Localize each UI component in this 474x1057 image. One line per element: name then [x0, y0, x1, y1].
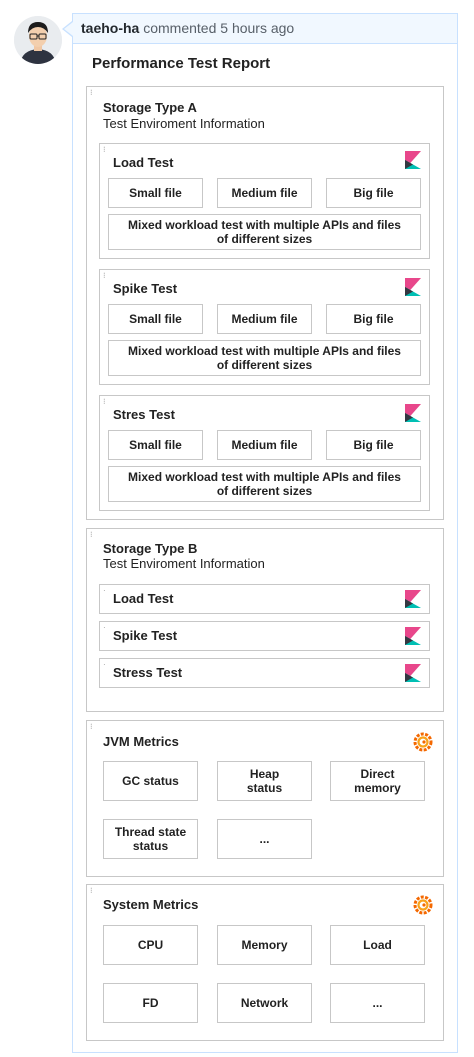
small-file-button[interactable]: Small file: [108, 178, 203, 208]
mixed-workload-button[interactable]: Mixed workload test with multiple APIs a…: [108, 214, 421, 250]
storage-type-a-subtitle: Test Enviroment Information: [103, 116, 265, 131]
network-button[interactable]: Network: [217, 983, 312, 1023]
jvm-metrics-title: JVM Metrics: [103, 734, 179, 749]
spike-test-title: Spike Test: [113, 281, 178, 296]
kibana-icon[interactable]: [405, 278, 421, 296]
grafana-icon[interactable]: [412, 731, 434, 753]
comment-author[interactable]: taeho-ha: [81, 20, 140, 36]
medium-file-button[interactable]: Medium file: [217, 430, 312, 460]
stress-test-title: Stress Test: [113, 665, 183, 680]
memory-button[interactable]: Memory: [217, 925, 312, 965]
mixed-workload-button[interactable]: Mixed workload test with multiple APIs a…: [108, 340, 421, 376]
load-test-title: Load Test: [113, 155, 174, 170]
cpu-button[interactable]: CPU: [103, 925, 198, 965]
gc-status-button[interactable]: GC status: [103, 761, 198, 801]
storage-type-b-subtitle: Test Enviroment Information: [103, 556, 265, 571]
load-button[interactable]: Load: [330, 925, 425, 965]
report-title: Performance Test Report: [92, 55, 271, 72]
load-test-panel[interactable]: ·: [99, 584, 430, 614]
big-file-button[interactable]: Big file: [326, 430, 421, 460]
fd-button[interactable]: FD: [103, 983, 198, 1023]
direct-memory-button[interactable]: Direct memory: [330, 761, 425, 801]
kibana-icon[interactable]: [405, 627, 421, 645]
mixed-workload-button[interactable]: Mixed workload test with multiple APIs a…: [108, 466, 421, 502]
heap-status-button[interactable]: Heap status: [217, 761, 312, 801]
grafana-icon[interactable]: [412, 894, 434, 916]
comment-pointer-fill: [64, 22, 73, 36]
stress-test-title: Stres Test: [113, 407, 175, 422]
big-file-button[interactable]: Big file: [326, 304, 421, 334]
storage-type-a-title: Storage Type A: [103, 100, 197, 115]
comment-meta[interactable]: commented 5 hours ago: [143, 20, 295, 36]
kibana-icon[interactable]: [405, 664, 421, 682]
spike-test-title: Spike Test: [113, 628, 178, 643]
spike-test-panel[interactable]: ·: [99, 621, 430, 651]
user-avatar-icon: [14, 16, 62, 64]
comment-header: taeho-ha commented 5 hours ago: [73, 14, 457, 44]
small-file-button[interactable]: Small file: [108, 304, 203, 334]
big-file-button[interactable]: Big file: [326, 178, 421, 208]
medium-file-button[interactable]: Medium file: [217, 178, 312, 208]
medium-file-button[interactable]: Medium file: [217, 304, 312, 334]
storage-type-b-title: Storage Type B: [103, 541, 198, 556]
load-test-title: Load Test: [113, 591, 174, 606]
thread-state-status-button[interactable]: Thread state status: [103, 819, 198, 859]
small-file-button[interactable]: Small file: [108, 430, 203, 460]
kibana-icon[interactable]: [405, 404, 421, 422]
kibana-icon[interactable]: [405, 590, 421, 608]
avatar[interactable]: [14, 16, 62, 64]
system-metrics-title: System Metrics: [103, 897, 199, 912]
more-metrics-button[interactable]: ...: [330, 983, 425, 1023]
more-metrics-button[interactable]: ...: [217, 819, 312, 859]
kibana-icon[interactable]: [405, 151, 421, 169]
stress-test-panel[interactable]: ·: [99, 658, 430, 688]
